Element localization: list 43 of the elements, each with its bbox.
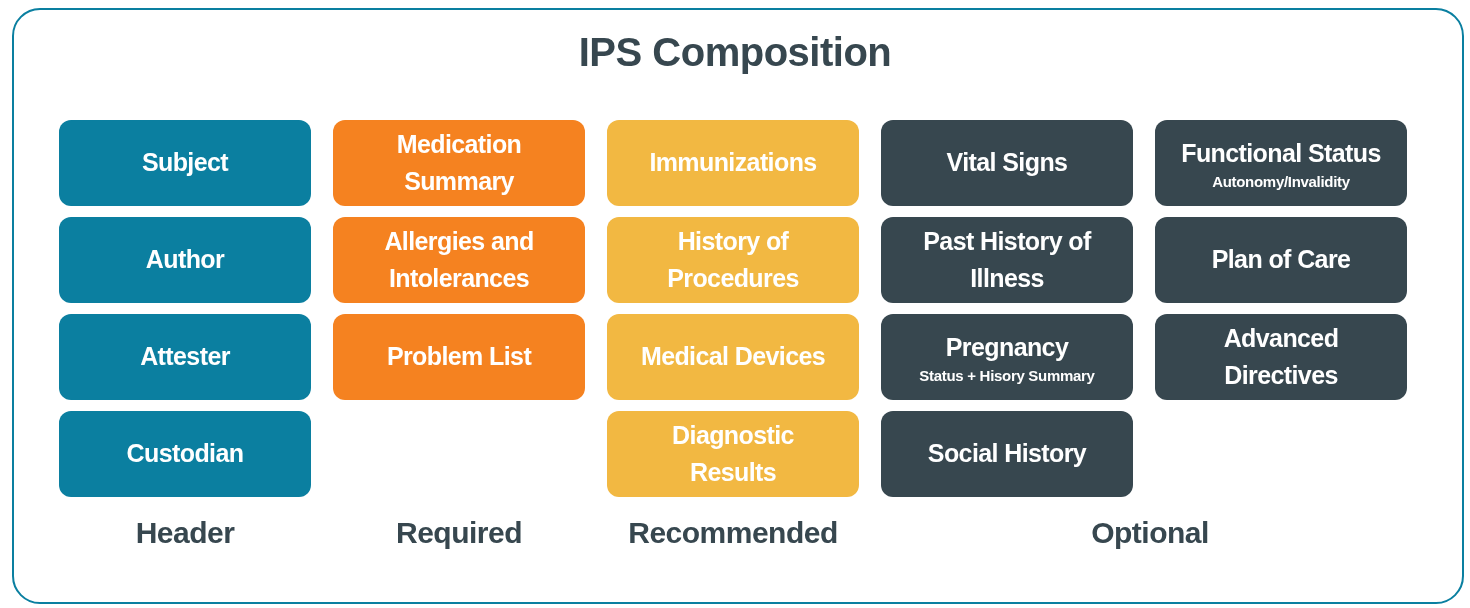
column-label: Optional — [1091, 516, 1209, 550]
section-box — [333, 217, 585, 303]
section-title: Functional Status — [1181, 138, 1381, 170]
section-box — [607, 411, 859, 497]
diagram-title: IPS Composition — [577, 30, 893, 75]
section-box — [881, 314, 1133, 400]
section-title: Vital Signs — [946, 147, 1068, 179]
section-box — [881, 411, 1133, 497]
column-label: Header — [135, 516, 235, 550]
section-title: Past History of Illness — [922, 225, 1093, 294]
section-title: Plan of Care — [1211, 244, 1351, 276]
section-title: Author — [145, 244, 225, 276]
section-title: Attester — [140, 341, 230, 373]
column-label: Recommended — [628, 516, 838, 550]
section-box — [59, 120, 311, 206]
section-title: Immunizations — [649, 147, 817, 179]
section-box — [59, 411, 311, 497]
section-box — [607, 120, 859, 206]
section-box — [1155, 120, 1407, 206]
section-box — [59, 217, 311, 303]
section-box — [59, 314, 311, 400]
section-title: Custodian — [126, 438, 244, 470]
section-box — [607, 217, 859, 303]
column-label: Required — [396, 516, 522, 550]
section-title: Problem List — [386, 341, 532, 373]
section-title: Advanced Directives — [1222, 322, 1340, 391]
section-box — [881, 217, 1133, 303]
section-box — [1155, 314, 1407, 400]
section-title: Allergies and Intolerances — [383, 225, 535, 294]
section-box — [1155, 217, 1407, 303]
section-box — [333, 120, 585, 206]
section-box — [607, 314, 859, 400]
section-box — [333, 314, 585, 400]
section-subtitle: Autonomy/Invalidity — [1212, 172, 1350, 191]
section-title: Medication Summary — [395, 128, 523, 197]
section-title: Pregnancy — [945, 332, 1069, 364]
section-title: Diagnostic Results — [671, 419, 795, 488]
section-subtitle: Status + Hisory Summary — [919, 366, 1095, 385]
section-box — [881, 120, 1133, 206]
section-title: History of Procedures — [666, 225, 800, 294]
section-title: Subject — [141, 147, 229, 179]
section-title: Social History — [927, 438, 1087, 470]
section-title: Medical Devices — [640, 341, 826, 373]
